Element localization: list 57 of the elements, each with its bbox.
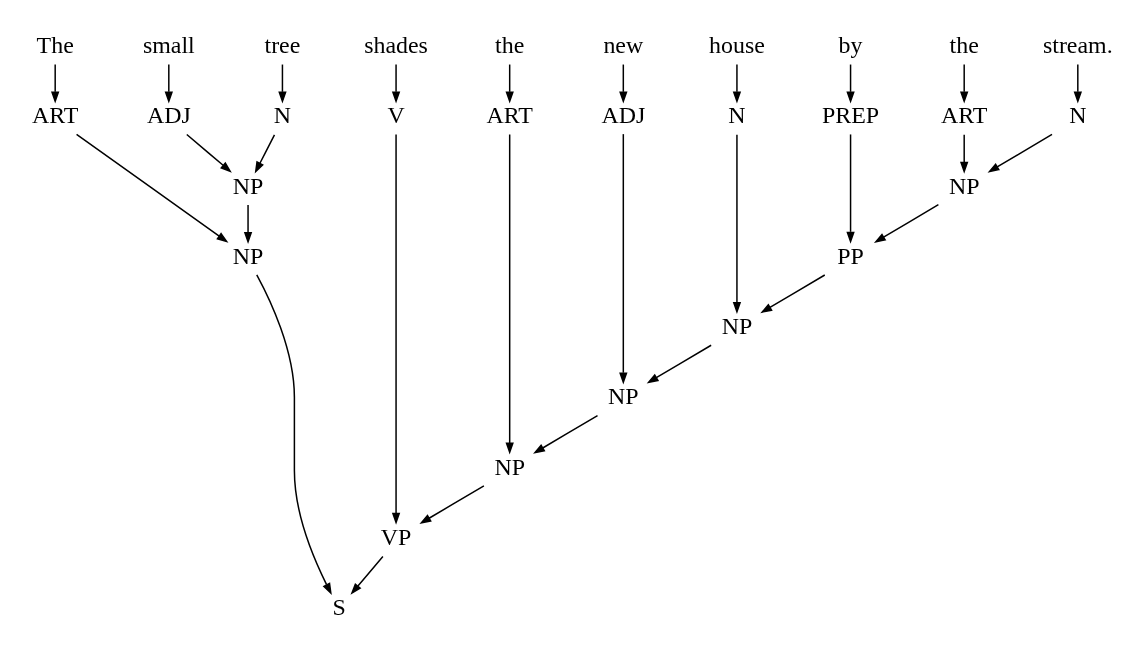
arrow <box>873 203 940 243</box>
node-text: V <box>387 102 405 129</box>
node-text: tree <box>264 32 301 59</box>
arrow <box>505 133 514 455</box>
arrow <box>619 133 628 385</box>
node-text: NP <box>494 453 525 480</box>
node-text: PREP <box>821 102 880 129</box>
arrow <box>846 63 855 104</box>
arrow <box>256 274 332 595</box>
arrow <box>391 63 401 104</box>
node-text: NP <box>232 242 264 269</box>
node-text: NP <box>721 313 753 340</box>
node-text: ADJ <box>601 102 646 129</box>
arrow <box>646 344 712 384</box>
node-text: ART <box>940 102 988 129</box>
node-text: VP <box>380 523 412 550</box>
arrow <box>619 63 628 104</box>
node-text: new <box>603 32 644 59</box>
node-text: small <box>142 32 195 59</box>
node-text: the <box>495 32 525 59</box>
node-text: N <box>1069 102 1087 129</box>
arrow <box>164 63 173 104</box>
arrow <box>732 63 742 104</box>
node-text: S <box>332 594 346 621</box>
node-text: NP <box>232 172 264 199</box>
arrow <box>1073 63 1082 104</box>
node-text: N <box>273 102 292 129</box>
arrow <box>960 63 969 104</box>
node-text: N <box>728 102 746 129</box>
arrow <box>243 204 253 244</box>
arrow <box>533 414 599 454</box>
node-text: NP <box>608 383 639 410</box>
arrow <box>350 555 384 595</box>
arrow <box>419 485 485 524</box>
node-text: ART <box>31 102 79 129</box>
node-text: the <box>949 32 979 59</box>
node-text: PP <box>837 242 864 269</box>
arrow <box>732 134 742 315</box>
arrow <box>846 133 855 244</box>
arrow <box>505 63 514 104</box>
arrow <box>186 133 232 173</box>
node-text: house <box>709 32 765 59</box>
node-text: NP <box>948 172 980 199</box>
arrow <box>987 133 1053 173</box>
node-text: ART <box>486 102 533 129</box>
node-text: shades <box>364 32 428 59</box>
arrow <box>75 133 229 243</box>
arrow <box>760 274 826 314</box>
node-text: The <box>36 32 74 59</box>
node-text: stream. <box>1042 32 1113 59</box>
arrow <box>51 63 60 104</box>
arrow <box>278 63 287 104</box>
arrow <box>391 133 401 525</box>
node-text: by <box>838 32 863 59</box>
node-text: ADJ <box>146 102 191 129</box>
arrow <box>254 134 276 174</box>
arrow <box>960 134 969 174</box>
